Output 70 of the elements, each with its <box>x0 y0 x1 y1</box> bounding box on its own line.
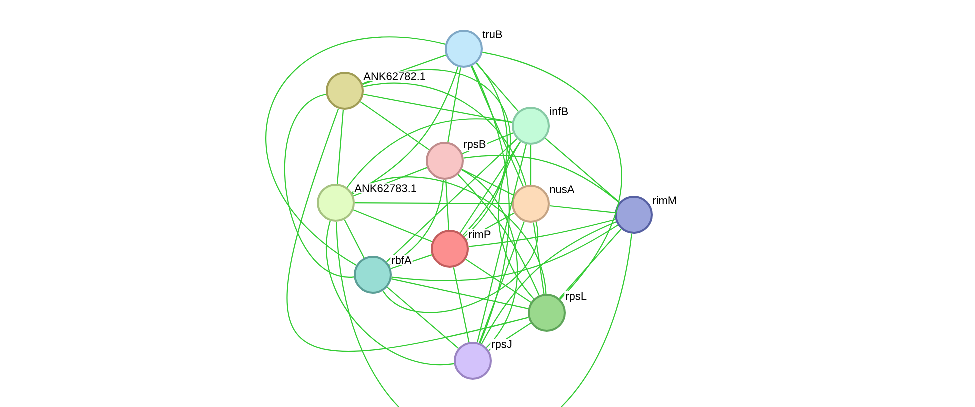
protein-label: ANK62782.1 <box>362 72 428 82</box>
interaction-line <box>458 174 540 296</box>
interaction-line <box>386 138 518 262</box>
interaction-line <box>448 68 462 142</box>
protein-label: nusA <box>548 184 576 194</box>
protein-circle <box>528 294 566 332</box>
interaction-line <box>550 205 616 214</box>
interaction-line <box>481 222 617 344</box>
interaction-line <box>559 228 622 300</box>
interaction-line <box>461 169 518 348</box>
protein-circle <box>317 184 355 222</box>
interaction-line <box>453 267 470 342</box>
interaction-line <box>464 62 508 238</box>
interaction-line <box>482 52 622 300</box>
interaction-line <box>355 202 512 204</box>
interaction-line <box>364 94 512 124</box>
protein-label: truB <box>482 30 504 40</box>
interaction-line <box>460 142 522 234</box>
protein-circle <box>445 30 483 68</box>
interaction-line <box>363 82 527 186</box>
interaction-line <box>391 278 529 310</box>
interaction-line <box>284 94 354 278</box>
interaction-line <box>360 101 430 151</box>
interaction-line <box>545 138 620 203</box>
interaction-line <box>353 210 433 242</box>
protein-circle <box>431 230 469 268</box>
interaction-line <box>464 155 620 204</box>
interaction-line <box>389 180 444 266</box>
interaction-line <box>530 145 532 185</box>
protein-label: ANK62783.1 <box>354 184 418 194</box>
interaction-line <box>462 169 514 196</box>
interaction-line <box>479 222 525 344</box>
protein-circle <box>326 72 364 110</box>
protein-label: rpsL <box>564 292 588 304</box>
interaction-line <box>392 224 618 282</box>
protein-circle <box>426 142 464 180</box>
interaction-line <box>466 259 532 303</box>
interaction-line <box>336 222 632 407</box>
protein-circle <box>615 196 653 234</box>
protein-label: rbfA <box>390 255 413 266</box>
interaction-line <box>488 322 532 352</box>
interaction-line <box>476 62 519 112</box>
protein-label: infB <box>548 106 570 116</box>
interaction-line <box>498 142 534 300</box>
interaction-line <box>326 221 454 366</box>
interaction-line <box>390 254 432 270</box>
interaction-line <box>477 144 527 343</box>
protein-label: rpsJ <box>490 340 514 352</box>
interaction-line <box>446 180 450 230</box>
interaction-line <box>382 222 538 314</box>
interaction-line <box>352 66 459 194</box>
interaction-line <box>471 66 524 187</box>
protein-circle <box>512 107 550 145</box>
interaction-line <box>287 108 529 352</box>
interaction-line <box>346 118 512 188</box>
protein-label: rimM <box>652 195 678 206</box>
interaction-line <box>533 222 545 294</box>
interaction-line <box>266 37 446 266</box>
interaction-line <box>352 176 547 294</box>
protein-circle <box>512 185 550 223</box>
protein-circle <box>354 256 392 294</box>
interaction-line <box>362 70 512 236</box>
protein-label: rpsB <box>462 140 488 152</box>
interaction-line <box>336 110 344 184</box>
interaction-line <box>472 66 510 344</box>
interaction-line <box>468 219 616 248</box>
protein-circle <box>454 342 492 380</box>
interaction-line <box>387 286 459 350</box>
interaction-line <box>344 220 365 258</box>
protein-label: rimP <box>468 229 492 240</box>
